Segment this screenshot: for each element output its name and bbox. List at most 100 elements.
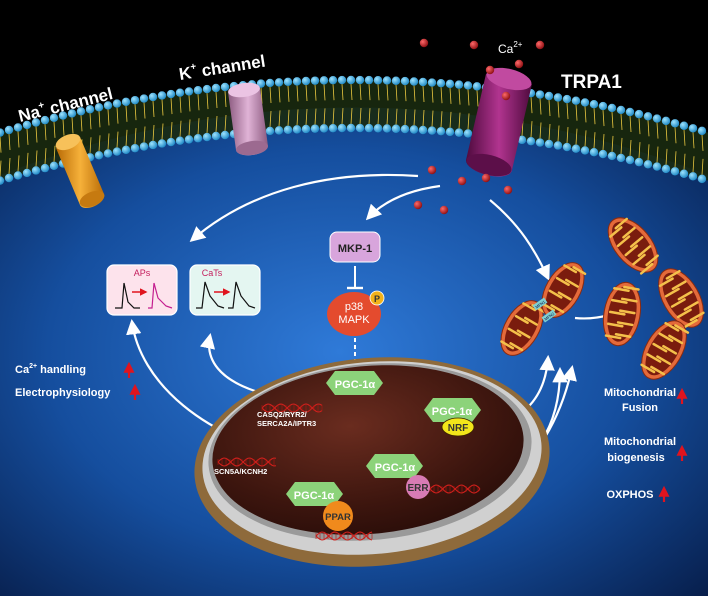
lipid-head — [328, 123, 338, 133]
lipid-head — [148, 92, 158, 102]
lipid-head — [184, 87, 194, 96]
lipid-head — [130, 143, 140, 153]
lipid-head — [31, 166, 41, 175]
lipid-head — [661, 164, 671, 174]
calcium-label: Ca2+ — [498, 40, 523, 56]
calcium-ion — [485, 65, 495, 75]
lipid-head — [472, 82, 482, 91]
calcium-ion — [457, 176, 467, 186]
lipid-head — [139, 142, 149, 151]
lipid-head — [400, 124, 410, 134]
lipid-head — [103, 101, 113, 110]
lipid-head — [49, 161, 59, 170]
lipid-head — [121, 97, 131, 107]
calcium-ion — [439, 205, 449, 215]
mkp1-label: MKP-1 — [338, 243, 372, 255]
lipid-head — [553, 141, 563, 150]
lipid-head — [382, 76, 392, 85]
lipid-head — [427, 126, 437, 135]
p38-label: p38 — [345, 301, 363, 313]
lipid-head — [553, 93, 563, 102]
lipid-head — [265, 78, 275, 88]
biogenesis-label-2: biogenesis — [607, 452, 664, 464]
pgc-ppar-node: PGC-1α PPAR — [286, 482, 353, 531]
lipid-head — [391, 124, 401, 133]
nrf-label: NRF — [448, 423, 469, 434]
lipid-head — [319, 76, 329, 85]
lipid-head — [31, 118, 41, 127]
lipid-head — [283, 77, 293, 87]
lipid-head — [679, 169, 689, 178]
lipid-head — [589, 147, 599, 157]
lipid-head — [337, 123, 347, 133]
lipid-head — [652, 162, 662, 171]
svg-text:PGC-1α: PGC-1α — [432, 406, 473, 418]
calcium-ion — [481, 173, 491, 183]
lipid-head — [679, 121, 689, 130]
gene-label-casq2: CASQ2/RYR2/ — [257, 410, 308, 419]
dna-strand — [217, 457, 277, 467]
mitochondria — [500, 217, 705, 380]
mfn1-label: MFN1 — [534, 299, 546, 310]
calcium-ion — [469, 40, 479, 50]
lipid-head — [157, 139, 167, 148]
lipid-head — [319, 124, 329, 133]
oxphos-label: OXPHOS — [606, 489, 653, 501]
lipid-head — [409, 77, 419, 86]
lipid-head — [274, 126, 284, 135]
lipid-head — [130, 95, 140, 105]
mapk-label: MAPK — [338, 314, 370, 326]
ap-trace-2 — [148, 282, 173, 309]
dna-helices — [217, 403, 481, 541]
lipid-head — [661, 116, 671, 126]
lipid-head — [580, 98, 590, 107]
lipid-head — [139, 94, 149, 103]
lipid-head — [301, 124, 311, 134]
lipid-head — [292, 77, 302, 86]
lipid-head — [328, 75, 338, 85]
lipid-head — [364, 75, 374, 85]
lipid-head — [112, 99, 122, 108]
lipid-head — [166, 137, 176, 147]
lipid-head — [571, 144, 581, 153]
lipid-head — [184, 135, 194, 144]
lipid-head — [40, 115, 50, 125]
lipid-head — [355, 123, 365, 133]
lipid-head — [454, 128, 464, 137]
lipid-head — [517, 135, 527, 145]
calcium-ion — [427, 165, 437, 175]
lipid-head — [580, 146, 590, 155]
lipid-head — [634, 109, 644, 119]
aps-panel: APs — [106, 264, 178, 316]
lipid-head — [463, 81, 473, 90]
lipid-head — [175, 88, 185, 97]
lipid-head — [598, 101, 608, 111]
lipid-head — [643, 160, 653, 169]
cat-trace-2 — [228, 281, 256, 309]
calcium-ion — [514, 59, 524, 69]
lipid-head — [202, 84, 212, 94]
pgc-err-node: PGC-1α ERR — [366, 454, 430, 499]
lipid-head — [445, 79, 455, 89]
lipid-head — [94, 151, 104, 160]
ca-handling-label: Ca2+ handling — [15, 363, 86, 376]
lipid-head — [391, 76, 401, 85]
mitochondrion — [640, 320, 690, 380]
lipid-head — [607, 151, 617, 161]
calcium-ion — [503, 185, 513, 195]
lipid-head — [607, 103, 617, 113]
lipid-head — [58, 111, 68, 120]
lipid-head — [436, 126, 446, 136]
lipid-head — [427, 78, 437, 87]
na-channel — [55, 133, 105, 209]
lipid-head — [670, 167, 680, 176]
lipid-head — [346, 75, 356, 85]
lipid-head — [436, 78, 446, 88]
fusion-label-2: Fusion — [622, 402, 658, 414]
lipid-head — [220, 130, 230, 140]
lipid-head — [616, 153, 626, 163]
biogenesis-label-1: Mitochondrial — [604, 436, 676, 448]
lipid-head — [562, 142, 572, 152]
lipid-head — [544, 139, 554, 149]
lipid-head — [40, 163, 50, 173]
